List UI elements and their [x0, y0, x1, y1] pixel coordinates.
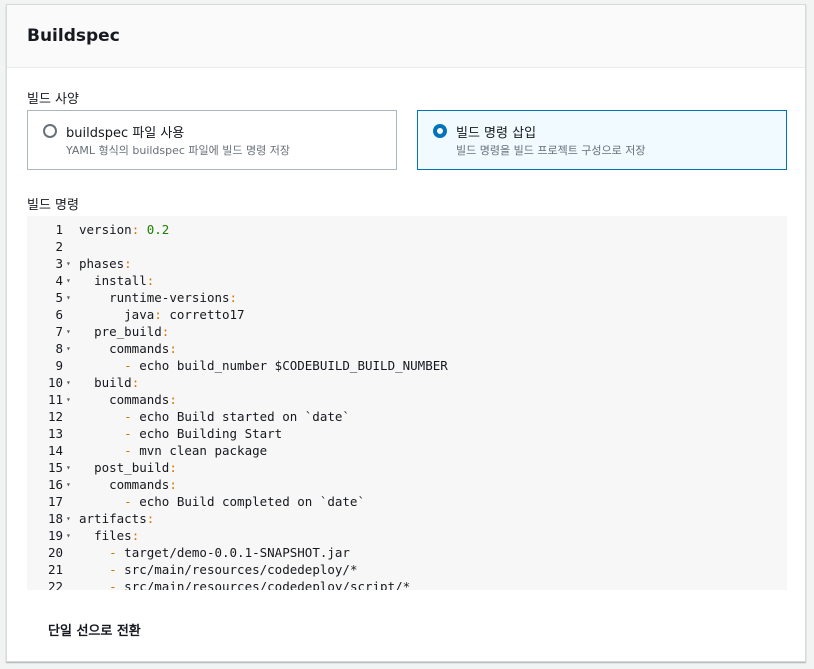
fold-arrow-icon[interactable]: ▾: [66, 276, 71, 285]
option-insert-build-commands[interactable]: 빌드 명령 삽입 빌드 명령을 빌드 프로젝트 구성으로 저장: [417, 110, 787, 170]
code-line: 15▾ post_build:: [27, 459, 787, 476]
code-line: 9 - echo build_number $CODEBUILD_BUILD_N…: [27, 357, 787, 374]
code-line: 12 - echo Build started on `date`: [27, 408, 787, 425]
fold-arrow-icon[interactable]: ▾: [66, 293, 71, 302]
code-line: 16▾ commands:: [27, 476, 787, 493]
code-text: commands:: [109, 392, 177, 407]
line-number: 6: [55, 307, 63, 322]
line-number: 4: [55, 273, 63, 288]
panel-header: Buildspec: [7, 5, 805, 68]
line-number: 14: [47, 443, 63, 458]
option-title: buildspec 파일 사용: [66, 126, 185, 141]
code-line: 8▾ commands:: [27, 340, 787, 357]
line-number: 5: [55, 290, 63, 305]
fold-arrow-icon[interactable]: ▾: [66, 514, 71, 523]
code-line: 3▾ phases:: [27, 255, 787, 272]
option-description: YAML 형식의 buildspec 파일에 빌드 명령 저장: [66, 144, 291, 157]
line-number: 13: [47, 426, 63, 441]
code-line: 4▾ install:: [27, 272, 787, 289]
line-number: 20: [47, 545, 63, 560]
code-text: build:: [94, 375, 140, 390]
fold-arrow-icon[interactable]: ▾: [66, 259, 71, 268]
line-number: 8: [55, 341, 63, 356]
line-number: 18: [47, 511, 63, 526]
code-text: commands:: [109, 477, 177, 492]
code-text: - echo Build started on `date`: [124, 409, 350, 424]
buildspec-panel: Buildspec 빌드 사양 buildspec 파일 사용 YAML 형식의…: [6, 4, 806, 662]
code-line: 13 - echo Building Start: [27, 425, 787, 442]
code-text: post_build:: [94, 460, 177, 475]
code-line: 22 - src/main/resources/codedeploy/scrip…: [27, 578, 787, 590]
option-title: 빌드 명령 삽입: [456, 126, 537, 141]
code-text: - echo build_number $CODEBUILD_BUILD_NUM…: [124, 358, 448, 373]
line-number: 17: [47, 494, 63, 509]
code-line: 19▾ files:: [27, 527, 787, 544]
code-text: - target/demo-0.0.1-SNAPSHOT.jar: [109, 545, 350, 560]
option-use-buildspec-file[interactable]: buildspec 파일 사용 YAML 형식의 buildspec 파일에 빌…: [27, 110, 397, 170]
build-commands-label: 빌드 명령: [27, 198, 79, 213]
code-line: 1 version: 0.2: [27, 221, 787, 238]
code-text: install:: [94, 273, 155, 288]
radio-buildspec-file[interactable]: [43, 124, 57, 138]
code-text: artifacts:: [79, 511, 155, 526]
fold-arrow-icon[interactable]: ▾: [66, 531, 71, 540]
code-line: 17 - echo Build completed on `date`: [27, 493, 787, 510]
line-number: 2: [55, 239, 63, 254]
line-number: 12: [47, 409, 63, 424]
line-number: 19: [47, 528, 63, 543]
line-number: 11: [47, 392, 63, 407]
code-text: - mvn clean package: [124, 443, 268, 458]
code-line: 11▾ commands:: [27, 391, 787, 408]
build-spec-label: 빌드 사양: [27, 92, 79, 107]
code-line: 18▾ artifacts:: [27, 510, 787, 527]
code-line: 7▾ pre_build:: [27, 323, 787, 340]
code-line: 2: [27, 238, 787, 255]
code-line: 20 - target/demo-0.0.1-SNAPSHOT.jar: [27, 544, 787, 561]
code-line: 5▾ runtime-versions:: [27, 289, 787, 306]
line-number: 7: [55, 324, 63, 339]
radio-insert-commands[interactable]: [433, 124, 447, 138]
switch-to-single-line-link[interactable]: 단일 선으로 전환: [48, 624, 141, 639]
line-number: 22: [47, 579, 63, 590]
panel-title: Buildspec: [27, 26, 120, 46]
fold-arrow-icon[interactable]: ▾: [66, 463, 71, 472]
fold-arrow-icon[interactable]: ▾: [66, 378, 71, 387]
line-number: 9: [55, 358, 63, 373]
code-line: 10▾ build:: [27, 374, 787, 391]
fold-arrow-icon[interactable]: ▾: [66, 327, 71, 336]
line-number: 10: [47, 375, 63, 390]
code-text: phases:: [79, 256, 132, 271]
code-line: 14 - mvn clean package: [27, 442, 787, 459]
code-text: - src/main/resources/codedeploy/script/*: [109, 579, 411, 590]
code-text: commands:: [109, 341, 177, 356]
code-line: 6 java: corretto17: [27, 306, 787, 323]
code-text: - echo Building Start: [124, 426, 283, 441]
code-text: - src/main/resources/codedeploy/*: [109, 562, 358, 577]
line-number: 1: [55, 222, 63, 237]
line-number: 3: [55, 256, 63, 271]
code-text: runtime-versions:: [109, 290, 238, 305]
option-description: 빌드 명령을 빌드 프로젝트 구성으로 저장: [456, 144, 646, 157]
line-number: 15: [47, 460, 63, 475]
fold-arrow-icon[interactable]: ▾: [66, 344, 71, 353]
code-text: version: 0.2: [79, 222, 170, 237]
code-text: - echo Build completed on `date`: [124, 494, 365, 509]
code-text: files:: [94, 528, 140, 543]
code-text: java: corretto17: [124, 307, 245, 322]
line-number: 16: [47, 477, 63, 492]
line-number: 21: [47, 562, 63, 577]
code-text: pre_build:: [94, 324, 170, 339]
fold-arrow-icon[interactable]: ▾: [66, 480, 71, 489]
code-line: 21 - src/main/resources/codedeploy/*: [27, 561, 787, 578]
fold-arrow-icon[interactable]: ▾: [66, 395, 71, 404]
